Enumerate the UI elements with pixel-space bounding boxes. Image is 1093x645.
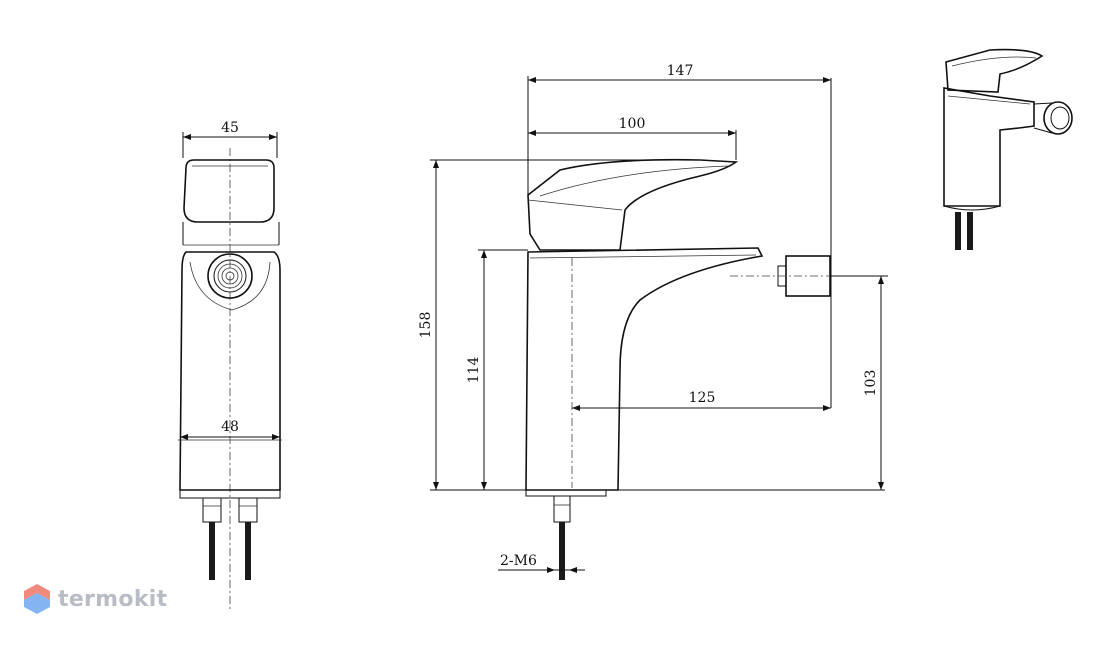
dim-lever-length: 100 <box>619 116 646 132</box>
side-view <box>525 158 840 580</box>
isometric-view <box>943 48 1073 250</box>
dim-total-length: 147 <box>667 63 694 79</box>
brand-name: termokit <box>58 586 168 612</box>
termokit-logo-icon <box>24 584 50 614</box>
dim-body-height: 114 <box>466 357 482 384</box>
side-dimensions: 147 100 158 114 125 103 2 <box>418 63 888 573</box>
brand-logo: termokit <box>22 582 167 616</box>
dim-thread: 2-M6 <box>500 553 537 569</box>
front-dimensions: 45 48 <box>180 120 280 440</box>
dim-total-height: 158 <box>418 312 434 339</box>
front-view <box>178 148 282 610</box>
dim-front-body-width: 48 <box>221 419 239 435</box>
dim-front-top-width: 45 <box>221 120 239 136</box>
dim-spout-reach: 125 <box>689 390 716 406</box>
dim-spout-height: 103 <box>863 370 879 397</box>
